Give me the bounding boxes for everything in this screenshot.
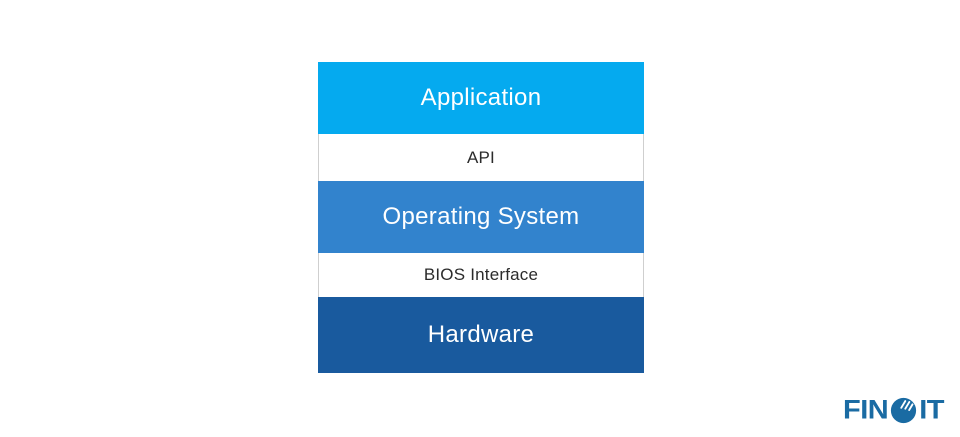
- layer-application-label: Application: [420, 84, 542, 111]
- layer-api-label: API: [466, 147, 495, 167]
- architecture-stack: Application API Operating System BIOS In…: [318, 62, 644, 373]
- finoit-logo-text-suffix: IT: [919, 395, 944, 425]
- finoit-logo-text-prefix: FIN: [843, 395, 889, 425]
- layer-hardware: Hardware: [318, 297, 644, 373]
- layer-operating-system: Operating System: [318, 181, 644, 253]
- layer-operating-system-label: Operating System: [382, 203, 580, 230]
- layer-hardware-label: Hardware: [427, 321, 535, 348]
- layer-application: Application: [318, 62, 644, 134]
- finoit-o-icon: [891, 397, 917, 424]
- layer-bios-interface-label: BIOS Interface: [423, 265, 539, 284]
- layer-bios-interface: BIOS Interface: [318, 253, 644, 297]
- layer-api: API: [318, 134, 644, 181]
- finoit-logo: FIN IT: [843, 396, 944, 425]
